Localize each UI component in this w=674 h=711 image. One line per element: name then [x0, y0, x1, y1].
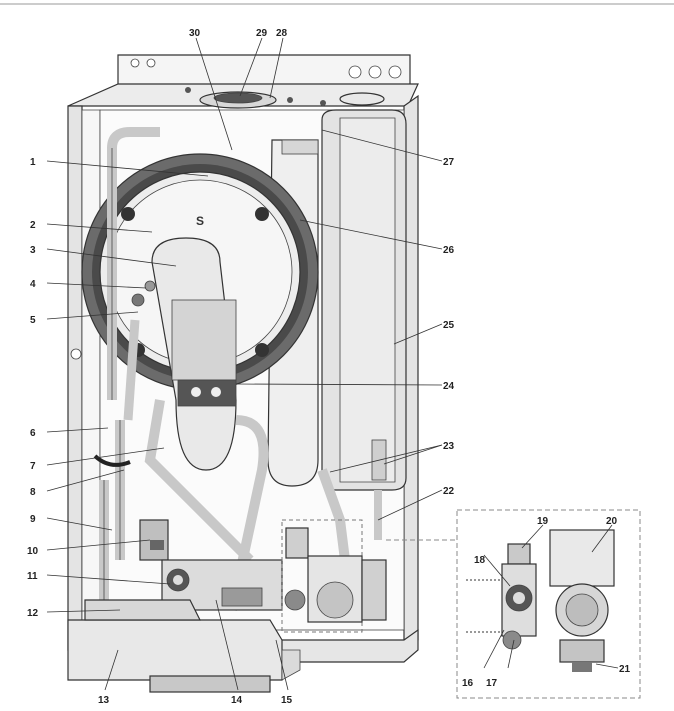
callout-14: 14 — [231, 695, 243, 706]
callout-19: 19 — [537, 516, 549, 527]
pipework — [93, 127, 382, 612]
callout-5: 5 — [30, 315, 36, 326]
callout-1: 1 — [30, 157, 36, 168]
callout-17: 17 — [486, 678, 498, 689]
control-box — [67, 599, 301, 693]
callout-2: 2 — [30, 220, 36, 231]
callout-27: 27 — [443, 157, 455, 168]
callout-12: 12 — [27, 608, 39, 619]
leader-lines — [46, 37, 619, 691]
expansion-vessel — [321, 109, 407, 491]
callout-11: 11 — [27, 571, 38, 582]
callout-16: 16 — [462, 678, 474, 689]
burner-assembly — [131, 237, 237, 471]
callout-24: 24 — [443, 381, 455, 392]
callout-22: 22 — [443, 486, 455, 497]
callout-28: 28 — [276, 28, 288, 39]
pump-detail-inset — [386, 509, 641, 699]
gas-valve — [139, 519, 283, 611]
callout-30: 30 — [189, 28, 201, 39]
svg-text:S: S — [196, 214, 204, 228]
callout-20: 20 — [606, 516, 618, 527]
callout-25: 25 — [443, 320, 455, 331]
callout-7: 7 — [30, 461, 36, 472]
flue-outlet — [185, 87, 385, 109]
callout-4: 4 — [30, 279, 36, 290]
callout-9: 9 — [30, 514, 36, 525]
callout-8: 8 — [30, 487, 36, 498]
callout-23: 23 — [443, 441, 455, 452]
callout-29: 29 — [256, 28, 268, 39]
callout-10: 10 — [27, 546, 39, 557]
callout-13: 13 — [98, 695, 110, 706]
callout-18: 18 — [474, 555, 486, 566]
main-pump — [281, 519, 387, 633]
callout-26: 26 — [443, 245, 455, 256]
callout-3: 3 — [30, 245, 36, 256]
callout-15: 15 — [281, 695, 293, 706]
callout-labels: 1 2 3 4 5 6 7 8 9 10 11 12 13 14 15 16 1… — [27, 28, 631, 706]
callout-6: 6 — [30, 428, 36, 439]
callout-21: 21 — [619, 664, 631, 675]
